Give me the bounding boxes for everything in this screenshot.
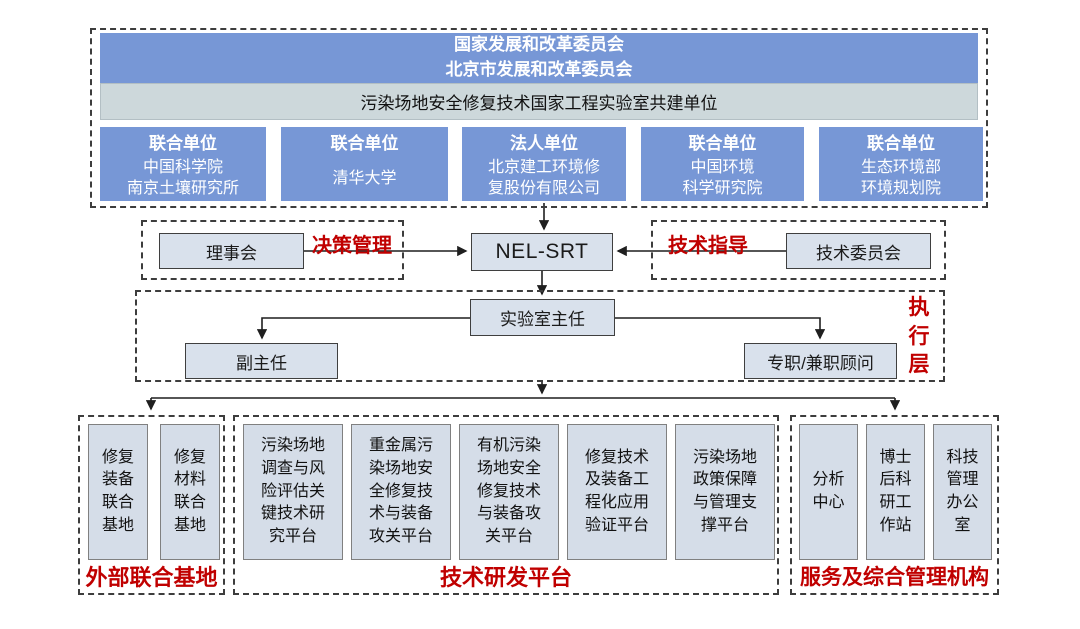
unit-role: 联合单位 [330, 134, 399, 153]
lab-director-box: 实验室主任 [470, 299, 615, 336]
base-box-materials: 修复 材料 联合 基地 [160, 424, 220, 560]
base-box-equipment: 修复 装备 联合 基地 [88, 424, 148, 560]
external-joint-bases-label: 外部联合基地 [85, 565, 218, 590]
platform-box-organic: 有机污染 场地安全 修复技术 与装备攻 关平台 [459, 424, 559, 560]
platform-box-heavy-metal: 重金属污 染场地安 全修复技 术与装备 攻关平台 [351, 424, 451, 560]
technical-guidance-label: 技术指导 [668, 235, 748, 257]
unit-box-mee-planning: 联合单位 生态环境部 环境规划院 [819, 127, 983, 201]
council-box: 理事会 [159, 233, 304, 269]
service-box-tech-management-office: 科技 管理 办公 室 [933, 424, 992, 560]
service-management-label: 服务及综合管理机构 [800, 566, 989, 589]
guidance-group-border [651, 220, 946, 280]
service-management-border [790, 415, 999, 595]
nel-srt-box: NEL-SRT [471, 233, 613, 271]
decision-group-border [141, 220, 404, 280]
ndrc-header: 国家发展和改革委员会 北京市发展和改革委员会 [100, 33, 978, 83]
unit-name: 生态环境部 环境规划院 [860, 158, 941, 198]
platform-box-policy-support: 污染场地 政策保障 与管理支 撑平台 [675, 424, 775, 560]
unit-role: 联合单位 [149, 134, 217, 153]
unit-box-craes: 联合单位 中国环境 科学研究院 [641, 127, 804, 201]
executive-layer-label: 执 行 层 [908, 296, 930, 377]
tech-rd-platforms-label: 技术研发平台 [439, 565, 572, 590]
unit-name: 中国环境 科学研究院 [682, 158, 763, 198]
service-box-analysis-center: 分析 中心 [799, 424, 858, 560]
co-construction-section-border [90, 28, 988, 208]
unit-role: 法人单位 [510, 134, 578, 153]
advisors-box: 专职/兼职顾问 [744, 343, 897, 379]
unit-box-cas-nanjing-soil: 联合单位 中国科学院 南京土壤研究所 [100, 127, 266, 201]
co-construction-subtitle: 污染场地安全修复技术国家工程实验室共建单位 [100, 83, 978, 120]
technical-committee-box: 技术委员会 [786, 233, 931, 269]
unit-box-tsinghua: 联合单位 清华大学 [281, 127, 448, 201]
service-box-postdoc-station: 博士 后科 研工 作站 [866, 424, 925, 560]
platform-box-engineering-validation: 修复技术 及装备工 程化应用 验证平台 [567, 424, 667, 560]
platform-box-site-investigation: 污染场地 调查与风 险评估关 键技术研 究平台 [243, 424, 343, 560]
unit-role: 联合单位 [688, 134, 757, 153]
unit-box-legal-entity-bceer: 法人单位 北京建工环境修 复股份有限公司 [462, 127, 626, 201]
unit-name: 清华大学 [332, 169, 397, 187]
unit-role: 联合单位 [867, 134, 935, 153]
external-joint-bases-border [78, 415, 225, 595]
unit-name: 中国科学院 南京土壤研究所 [126, 158, 239, 198]
tech-rd-platforms-border [233, 415, 779, 595]
decision-management-label: 决策管理 [312, 235, 392, 257]
deputy-director-box: 副主任 [185, 343, 338, 379]
unit-name: 北京建工环境修 复股份有限公司 [487, 158, 600, 198]
